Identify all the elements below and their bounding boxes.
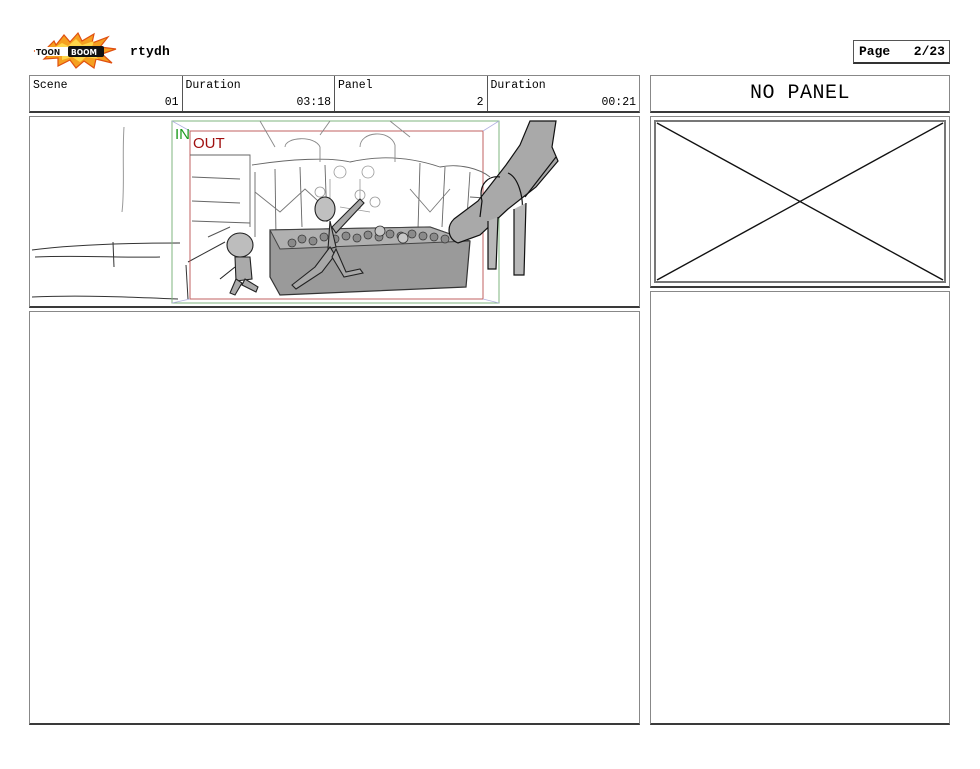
storyboard-sketch-image: IN OUT bbox=[31, 120, 559, 304]
scene-cell: Scene 01 bbox=[30, 76, 183, 111]
svg-text:TOON: TOON bbox=[36, 48, 60, 57]
in-frame-label: IN bbox=[175, 126, 190, 143]
panel-cell: Panel 2 bbox=[335, 76, 488, 111]
page-indicator: Page 2/23 bbox=[853, 40, 950, 64]
next-panel-placeholder bbox=[650, 116, 950, 288]
panel-label: Panel bbox=[338, 79, 373, 92]
panel-value: 2 bbox=[476, 96, 484, 109]
scene-duration-cell: Duration 03:18 bbox=[183, 76, 335, 111]
page-number: 2/23 bbox=[913, 44, 945, 59]
toon-boom-logo: TOON BOOM bbox=[32, 31, 118, 70]
panel-duration-value: 00:21 bbox=[601, 96, 636, 109]
cross-placeholder-icon bbox=[656, 122, 944, 281]
scene-duration-value: 03:18 bbox=[296, 96, 331, 109]
empty-image-placeholder bbox=[654, 120, 946, 283]
storyboard-image-panel[interactable]: IN OUT bbox=[29, 116, 640, 308]
scene-duration-label: Duration bbox=[185, 79, 241, 92]
panel-duration-label: Duration bbox=[490, 79, 546, 92]
svg-text:BOOM: BOOM bbox=[71, 48, 97, 57]
notes-text-area[interactable] bbox=[650, 291, 950, 725]
panel-info-row: Scene 01 Duration 03:18 Panel 2 Duration… bbox=[29, 75, 640, 113]
scene-value: 01 bbox=[164, 96, 179, 109]
panel-duration-cell: Duration 00:21 bbox=[488, 76, 640, 111]
scene-label: Scene bbox=[33, 79, 68, 92]
page-label: Page bbox=[859, 44, 891, 59]
out-frame-label: OUT bbox=[193, 135, 225, 152]
dialog-text-area[interactable] bbox=[29, 311, 640, 725]
logo-burst-icon: TOON BOOM bbox=[33, 31, 117, 70]
project-title: rtydh bbox=[130, 44, 171, 59]
next-panel-header: NO PANEL bbox=[650, 75, 950, 113]
